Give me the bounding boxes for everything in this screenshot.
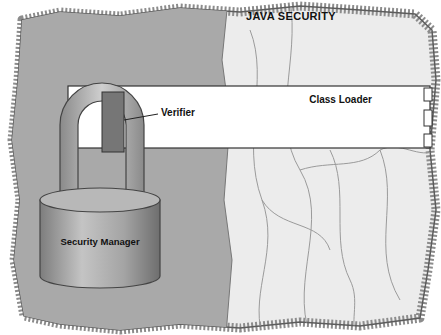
callout-label: Verifier bbox=[161, 107, 195, 118]
node-text: Class Loader bbox=[309, 94, 372, 107]
class-loader-bar: Class Loader bbox=[68, 86, 430, 148]
diagram-title: JAVA SECURITY bbox=[246, 10, 336, 22]
leader-line bbox=[124, 114, 158, 120]
security-manager-lock: Security Manager bbox=[42, 216, 158, 268]
node-text: Security Manager bbox=[60, 236, 139, 248]
padlock-shackle bbox=[60, 83, 144, 196]
padlock-body bbox=[40, 200, 160, 288]
verifier-block bbox=[102, 92, 124, 152]
hinges bbox=[424, 88, 432, 147]
